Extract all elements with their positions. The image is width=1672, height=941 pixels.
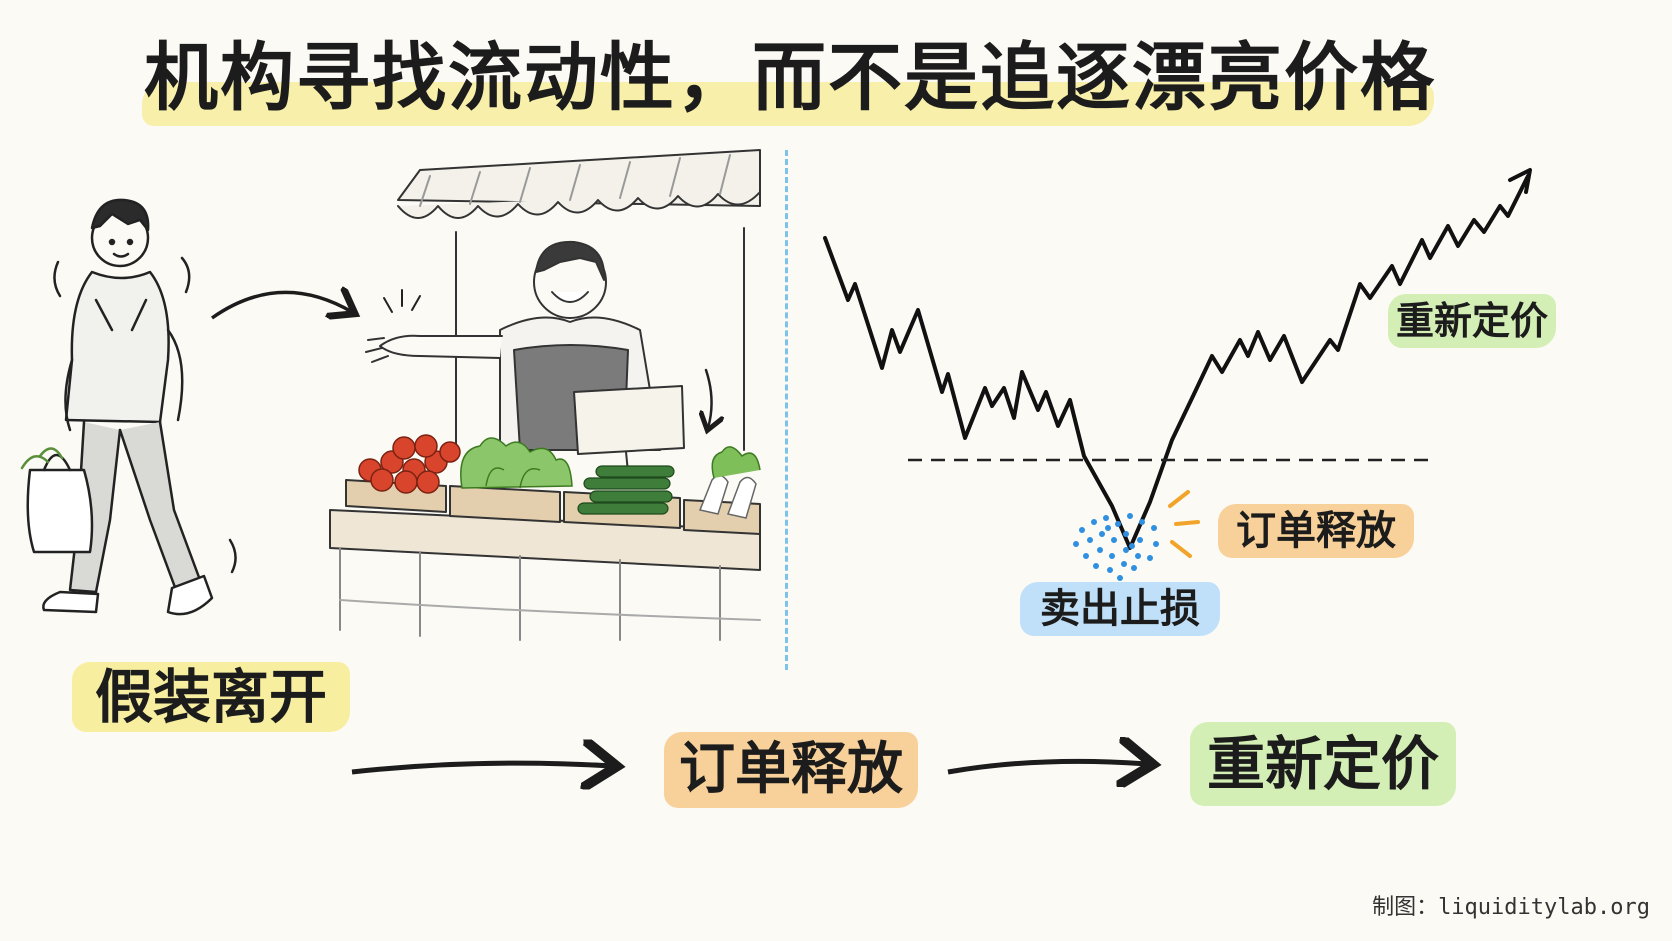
curved-arrow-to-vendor — [210, 292, 352, 318]
chart-reprice-label: 重新定价 — [1395, 299, 1548, 343]
market-stall-illustration — [329, 149, 761, 641]
chart-reprice-highlight — [1388, 294, 1556, 348]
dashed-divider — [785, 150, 788, 670]
trend-arrowhead — [1508, 168, 1532, 194]
walking-person-illustration — [20, 198, 237, 616]
release-sparks — [1168, 490, 1200, 558]
tomatoes-illustration — [358, 434, 461, 494]
price-line — [823, 174, 1530, 550]
title-highlight — [142, 82, 1434, 126]
page-title: 机构寻找流动性，而不是追逐漂亮价格 — [144, 35, 1436, 121]
flow-order-release-highlight — [664, 732, 918, 808]
radishes-illustration — [698, 446, 761, 519]
credit-text: 制图：liquiditylab.org — [1372, 895, 1650, 920]
flow-order-release-label: 订单释放 — [679, 737, 903, 802]
sell-stop-label: 卖出止损 — [1040, 586, 1200, 632]
liquidity-dots — [1073, 513, 1159, 581]
flow-arrow-2 — [947, 761, 1148, 772]
lettuce-illustration — [460, 437, 573, 489]
flow-arrow-1 — [351, 763, 612, 772]
sell-stop-highlight — [1020, 582, 1220, 636]
chart-order-release-label: 订单释放 — [1236, 508, 1396, 554]
chart-order-release-highlight — [1218, 504, 1414, 558]
pretend-leave-highlight — [72, 662, 350, 732]
pretend-leave-label: 假装离开 — [94, 663, 327, 731]
flow-reprice-highlight — [1190, 722, 1456, 806]
cucumbers-illustration — [577, 465, 675, 515]
flow-reprice-label: 重新定价 — [1206, 730, 1439, 798]
